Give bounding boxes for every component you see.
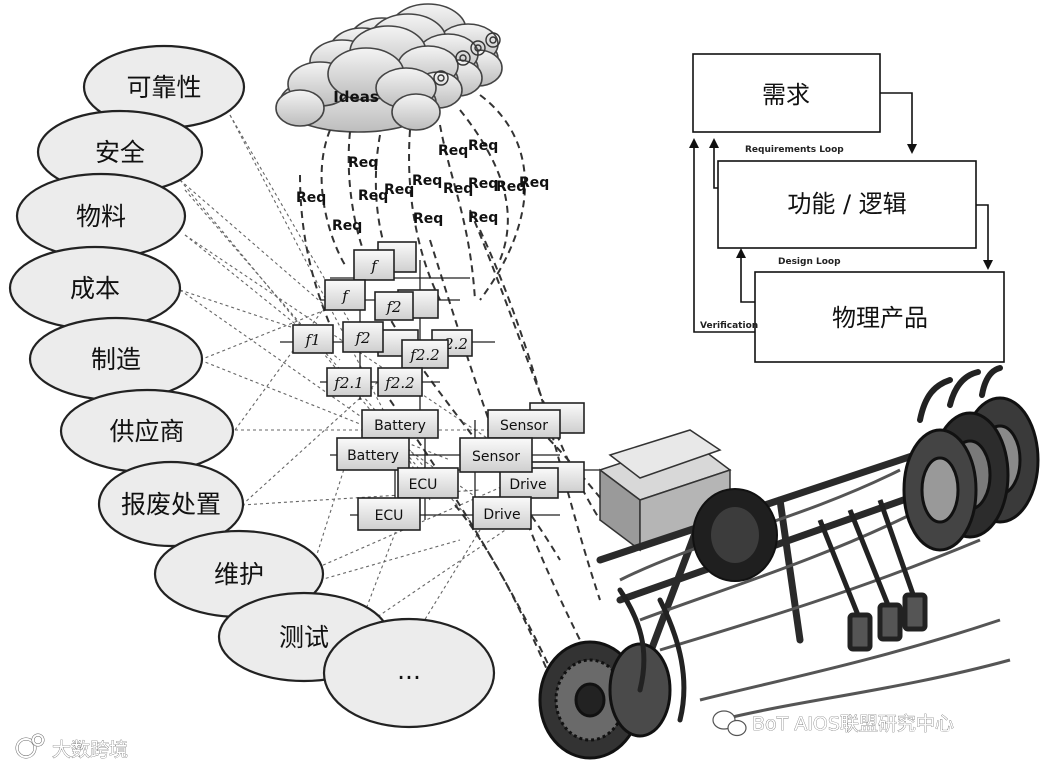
component-box-drive: Drive — [473, 497, 531, 529]
flow-label-function-logic: 功能 / 逻辑 — [787, 190, 906, 218]
watermark-left: 大数跨境 — [17, 735, 128, 761]
req-label: Req — [468, 210, 498, 226]
component-box-ecu: ECU — [358, 498, 420, 530]
component-label: ECU — [375, 508, 404, 524]
design-loop-flowchart: 需求 Requirements Loop 功能 / 逻辑 Design Loop… — [693, 54, 1004, 362]
component-box-sensor-back: Sensor — [488, 410, 560, 438]
component-box-battery: Battery — [337, 438, 409, 470]
req-labels: Req Req Req Req Req Req Req Req Req Req … — [296, 138, 549, 234]
component-label: Sensor — [500, 418, 548, 434]
req-label: Req — [438, 143, 468, 159]
oval-label-manufacturing: 制造 — [91, 345, 141, 374]
req-label: Req — [413, 211, 443, 227]
component-box-ecu-back: ECU — [398, 468, 458, 498]
flow-box-physical-product: 物理产品 — [755, 272, 1004, 362]
function-box-f21: f2.1 — [327, 368, 371, 396]
flow-label-requirements: 需求 — [762, 81, 810, 109]
rear-brake-discs — [904, 398, 1038, 550]
requirements-loop-label: Requirements Loop — [745, 145, 844, 155]
req-label: Req — [412, 173, 442, 189]
weibo-icon — [17, 735, 43, 757]
vehicle-chassis-illustration — [540, 368, 1038, 758]
watermark-right-text: BoT AIOS联盟研究中心 — [752, 713, 954, 735]
oval-label-reliability: 可靠性 — [126, 73, 201, 102]
oval-label-safety: 安全 — [95, 138, 145, 167]
req-label: Req — [332, 218, 362, 234]
flow-box-requirements: 需求 — [693, 54, 880, 132]
function-label: f2.2 — [384, 374, 414, 392]
req-label: Req — [296, 190, 326, 206]
component-label: Sensor — [472, 449, 520, 465]
oval-label-disposal: 报废处置 — [121, 490, 221, 519]
function-box-f2-upper: f2 — [375, 292, 413, 320]
oval-label-cost: 成本 — [70, 274, 120, 303]
function-box-f2: f2 — [343, 322, 383, 352]
component-box-battery-back: Battery — [362, 410, 438, 438]
req-label: Req — [348, 155, 378, 171]
component-label: Drive — [509, 477, 546, 493]
function-label: f2 — [354, 329, 370, 347]
design-loop-label: Design Loop — [778, 257, 841, 267]
function-label: f2.1 — [333, 374, 363, 392]
function-box-f-top: f — [354, 250, 394, 280]
req-label: Req — [468, 176, 498, 192]
function-label: f2 — [385, 298, 401, 316]
req-label: Req — [384, 182, 414, 198]
flow-box-function-logic: 功能 / 逻辑 — [718, 161, 976, 248]
front-brake-disc — [540, 642, 670, 758]
flow-label-physical-product: 物理产品 — [832, 304, 928, 332]
oval-label-testing: 测试 — [279, 623, 329, 652]
watermark-left-text: 大数跨境 — [52, 739, 128, 761]
req-label: Req — [519, 175, 549, 191]
oval-label-maintenance: 维护 — [214, 560, 264, 589]
function-boxes: f f f2 2.2 f1 f2 f2.2 — [280, 242, 495, 410]
cloud-label: Ideas — [333, 88, 379, 106]
oval-label-more: ... — [397, 656, 421, 685]
oval-manufacturing: 制造 — [30, 318, 202, 400]
ideas-clouds: Ideas — [276, 4, 502, 132]
function-box-f1: f1 — [293, 325, 333, 353]
component-label: Battery — [347, 448, 399, 464]
oval-supplier: 供应商 — [61, 390, 233, 472]
component-label: Drive — [483, 507, 520, 523]
function-label: f1 — [304, 331, 320, 349]
req-label: Req — [468, 138, 498, 154]
brake-booster — [693, 489, 777, 581]
oval-label-supplier: 供应商 — [109, 417, 184, 446]
function-label: f2.2 — [409, 346, 439, 364]
function-box-f: f — [325, 280, 365, 310]
function-box-f22-upper: f2.2 — [402, 340, 448, 368]
component-box-sensor: Sensor — [460, 438, 532, 472]
function-box-f22: f2.2 — [378, 368, 422, 396]
component-label: ECU — [409, 477, 438, 493]
component-label: Battery — [374, 418, 426, 434]
oval-more: ... — [324, 619, 494, 727]
oval-label-materials: 物料 — [76, 202, 126, 231]
oval-materials: 物料 — [17, 174, 185, 258]
verification-loop-label: Verification — [700, 321, 758, 331]
component-boxes: Battery Sensor Battery ECU Drive Sensor — [330, 403, 600, 530]
oval-cost: 成本 — [10, 247, 180, 329]
